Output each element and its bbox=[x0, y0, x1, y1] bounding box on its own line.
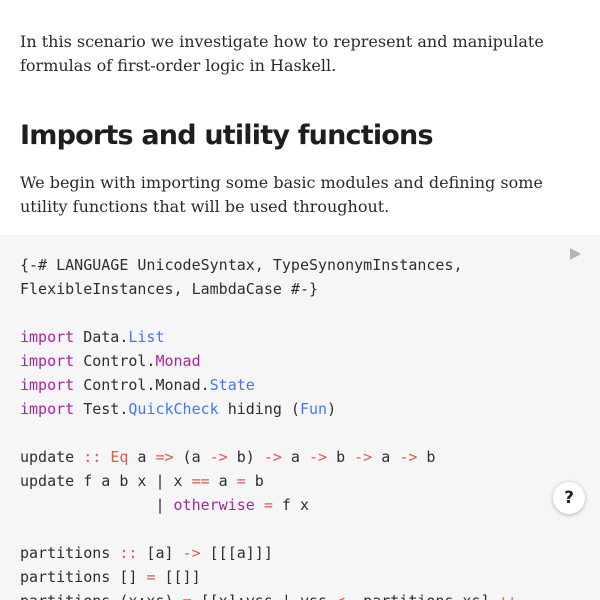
code-token: Control.Monad. bbox=[74, 376, 210, 394]
code-token: [[x]:yss | yss bbox=[192, 592, 337, 600]
code-line: | otherwise = f x bbox=[20, 493, 517, 517]
code-line: {-# LANGUAGE UnicodeSyntax, TypeSynonymI… bbox=[20, 253, 517, 277]
code-token: [[]] bbox=[155, 568, 201, 586]
code-token: Data. bbox=[74, 328, 129, 346]
code-token: -> bbox=[182, 544, 201, 562]
code-token: Eq bbox=[110, 448, 129, 466]
code-token: -> bbox=[263, 448, 282, 466]
code-content: {-# LANGUAGE UnicodeSyntax, TypeSynonymI… bbox=[20, 253, 517, 600]
code-line bbox=[20, 301, 517, 325]
code-token: partitions bbox=[20, 544, 120, 562]
code-token: -> bbox=[209, 448, 228, 466]
code-token: = bbox=[263, 496, 273, 514]
code-token: ++ bbox=[499, 592, 517, 600]
intro-paragraph: In this scenario we investigate how to r… bbox=[20, 32, 544, 75]
code-line: update :: Eq a => (a -> b) -> a -> b -> … bbox=[20, 445, 517, 469]
code-line bbox=[20, 421, 517, 445]
code-token: update bbox=[20, 448, 84, 466]
section-paragraph: We begin with importing some basic modul… bbox=[20, 173, 543, 216]
code-token: <- bbox=[336, 592, 354, 600]
code-token: a bbox=[281, 448, 309, 466]
code-token: update f a b x | x bbox=[20, 472, 192, 490]
code-token: QuickCheck bbox=[128, 400, 219, 418]
code-line bbox=[20, 517, 517, 541]
code-line: import Control.Monad.State bbox=[20, 373, 517, 397]
code-token: b bbox=[417, 448, 436, 466]
code-line: import Data.List bbox=[20, 325, 517, 349]
code-token: Fun bbox=[299, 400, 328, 418]
code-line: partitions [] = [[]] bbox=[20, 565, 517, 589]
code-token: = bbox=[183, 592, 192, 600]
code-token: import bbox=[20, 328, 75, 346]
code-line: partitions :: [a] -> [[[a]]] bbox=[20, 541, 517, 565]
code-line: import Test.QuickCheck hiding (Fun) bbox=[20, 397, 517, 421]
code-token: -> bbox=[309, 448, 328, 466]
code-token: [a] bbox=[137, 544, 183, 562]
code-token: (a bbox=[173, 448, 210, 466]
code-token: partitions [] bbox=[20, 568, 147, 586]
code-token: :: bbox=[83, 448, 102, 466]
section-heading: Imports and utility functions bbox=[20, 120, 434, 151]
code-token: f x bbox=[272, 496, 309, 514]
code-token: => bbox=[155, 448, 174, 466]
code-token: List bbox=[128, 328, 165, 346]
code-token: partitions xs] bbox=[354, 592, 499, 600]
code-token: import bbox=[20, 376, 75, 394]
code-token: b bbox=[245, 472, 264, 490]
code-token: b) bbox=[227, 448, 264, 466]
code-line: partitions (x:xs) = [[x]:yss | yss <- pa… bbox=[20, 589, 517, 600]
code-token: a bbox=[372, 448, 400, 466]
code-token: = bbox=[146, 568, 156, 586]
code-token: {-# LANGUAGE UnicodeSyntax, TypeSynonymI… bbox=[20, 256, 463, 274]
code-token: -> bbox=[399, 448, 418, 466]
help-button[interactable]: ? bbox=[553, 482, 585, 514]
code-token: :: bbox=[119, 544, 138, 562]
code-line: import Control.Monad bbox=[20, 349, 517, 373]
code-token: == bbox=[191, 472, 210, 490]
code-token: import bbox=[20, 352, 75, 370]
code-token: FlexibleInstances, LambdaCase #-} bbox=[20, 280, 319, 298]
code-token: | bbox=[20, 496, 174, 514]
code-token bbox=[255, 496, 264, 514]
code-token: -> bbox=[354, 448, 373, 466]
code-line: update f a b x | x == a = b bbox=[20, 469, 517, 493]
code-token: = bbox=[236, 472, 246, 490]
code-token: hiding ( bbox=[218, 400, 300, 418]
code-block[interactable]: {-# LANGUAGE UnicodeSyntax, TypeSynonymI… bbox=[0, 235, 600, 600]
code-line: FlexibleInstances, LambdaCase #-} bbox=[20, 277, 517, 301]
code-token: ) bbox=[327, 400, 337, 418]
code-token: State bbox=[209, 376, 255, 394]
code-token: Monad bbox=[155, 352, 201, 370]
code-token: a bbox=[128, 448, 156, 466]
code-token: a bbox=[209, 472, 237, 490]
code-token: Control. bbox=[74, 352, 156, 370]
code-token bbox=[101, 448, 110, 466]
code-token: [[[a]]] bbox=[200, 544, 273, 562]
play-triangle-icon[interactable] bbox=[568, 247, 582, 261]
code-token: partitions (x:xs) bbox=[20, 592, 183, 600]
code-token: import bbox=[20, 400, 75, 418]
code-token: b bbox=[327, 448, 355, 466]
code-token: Test. bbox=[74, 400, 129, 418]
code-token: otherwise bbox=[173, 496, 255, 514]
